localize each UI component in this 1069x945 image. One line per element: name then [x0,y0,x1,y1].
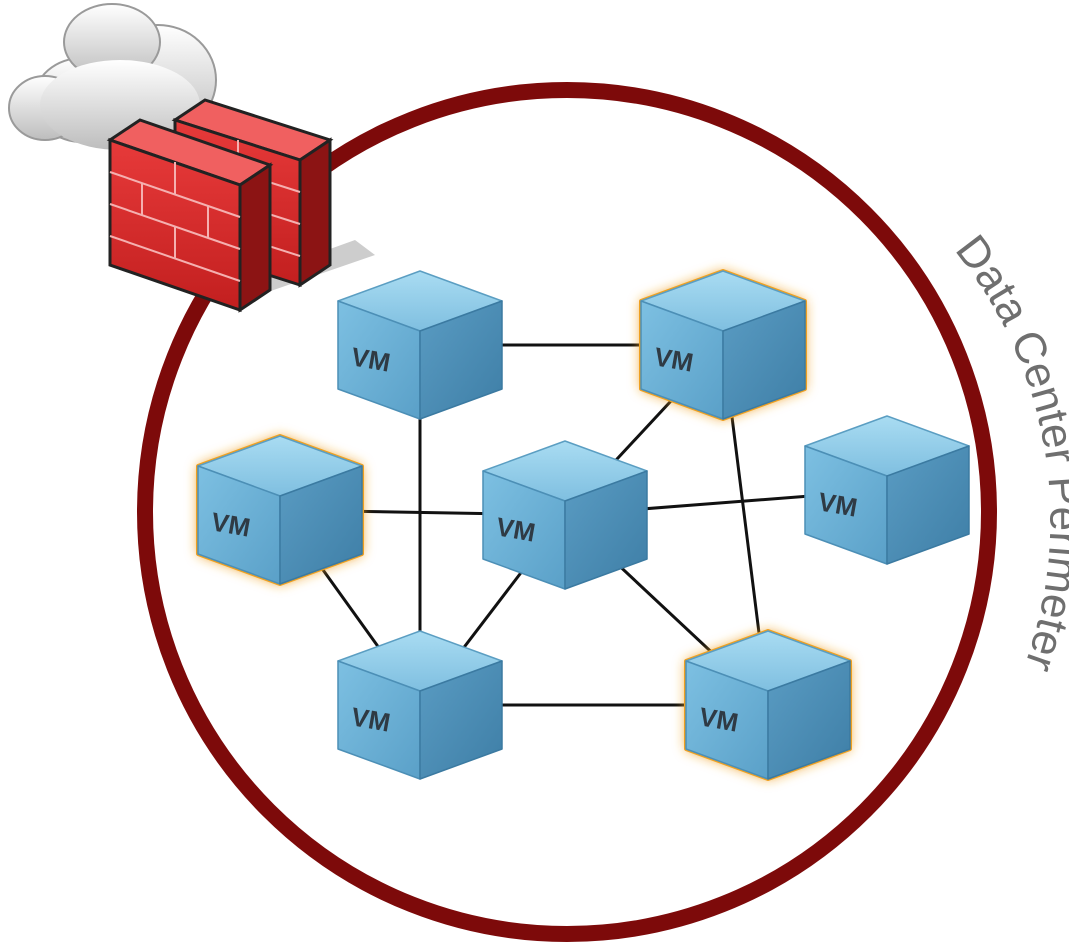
vm-top-right[interactable]: VM [639,269,807,421]
vm-cube-icon [640,270,806,420]
vm-middle-right[interactable]: VM [804,415,970,565]
perimeter-ring [137,82,997,942]
vm-center[interactable]: VM [482,440,648,590]
vm-label: VM [349,341,393,377]
vm-face-right [419,660,503,780]
vm-face-right [564,470,648,590]
firewall-icon [106,98,375,313]
vm-face-right [886,445,970,565]
vm-label: VM [652,341,696,377]
vm-label: VM [816,486,860,522]
vm-cube-icon [337,630,503,780]
vm-cube-icon [337,270,503,420]
vm-face-right [722,300,806,420]
vm-middle-left[interactable]: VM [196,434,364,586]
vm-bottom-left[interactable]: VM [337,630,503,780]
vm-face-right [279,465,363,585]
vm-cube-icon [804,415,970,565]
vm-cube-icon [685,630,851,780]
nodes-layer: VM VM VM VM VM VM VM [196,269,970,781]
vm-label: VM [697,701,741,737]
vm-label: VM [209,506,253,542]
vm-top-left[interactable]: VM [337,270,503,420]
vm-label: VM [494,511,538,547]
firewall-front-wall [106,118,274,313]
vm-label: VM [349,701,393,737]
vm-face-right [419,300,503,420]
vm-face-right [767,660,851,780]
vm-cube-icon [482,440,648,590]
vm-cube-icon [197,435,363,585]
vm-bottom-right[interactable]: VM [684,629,852,781]
